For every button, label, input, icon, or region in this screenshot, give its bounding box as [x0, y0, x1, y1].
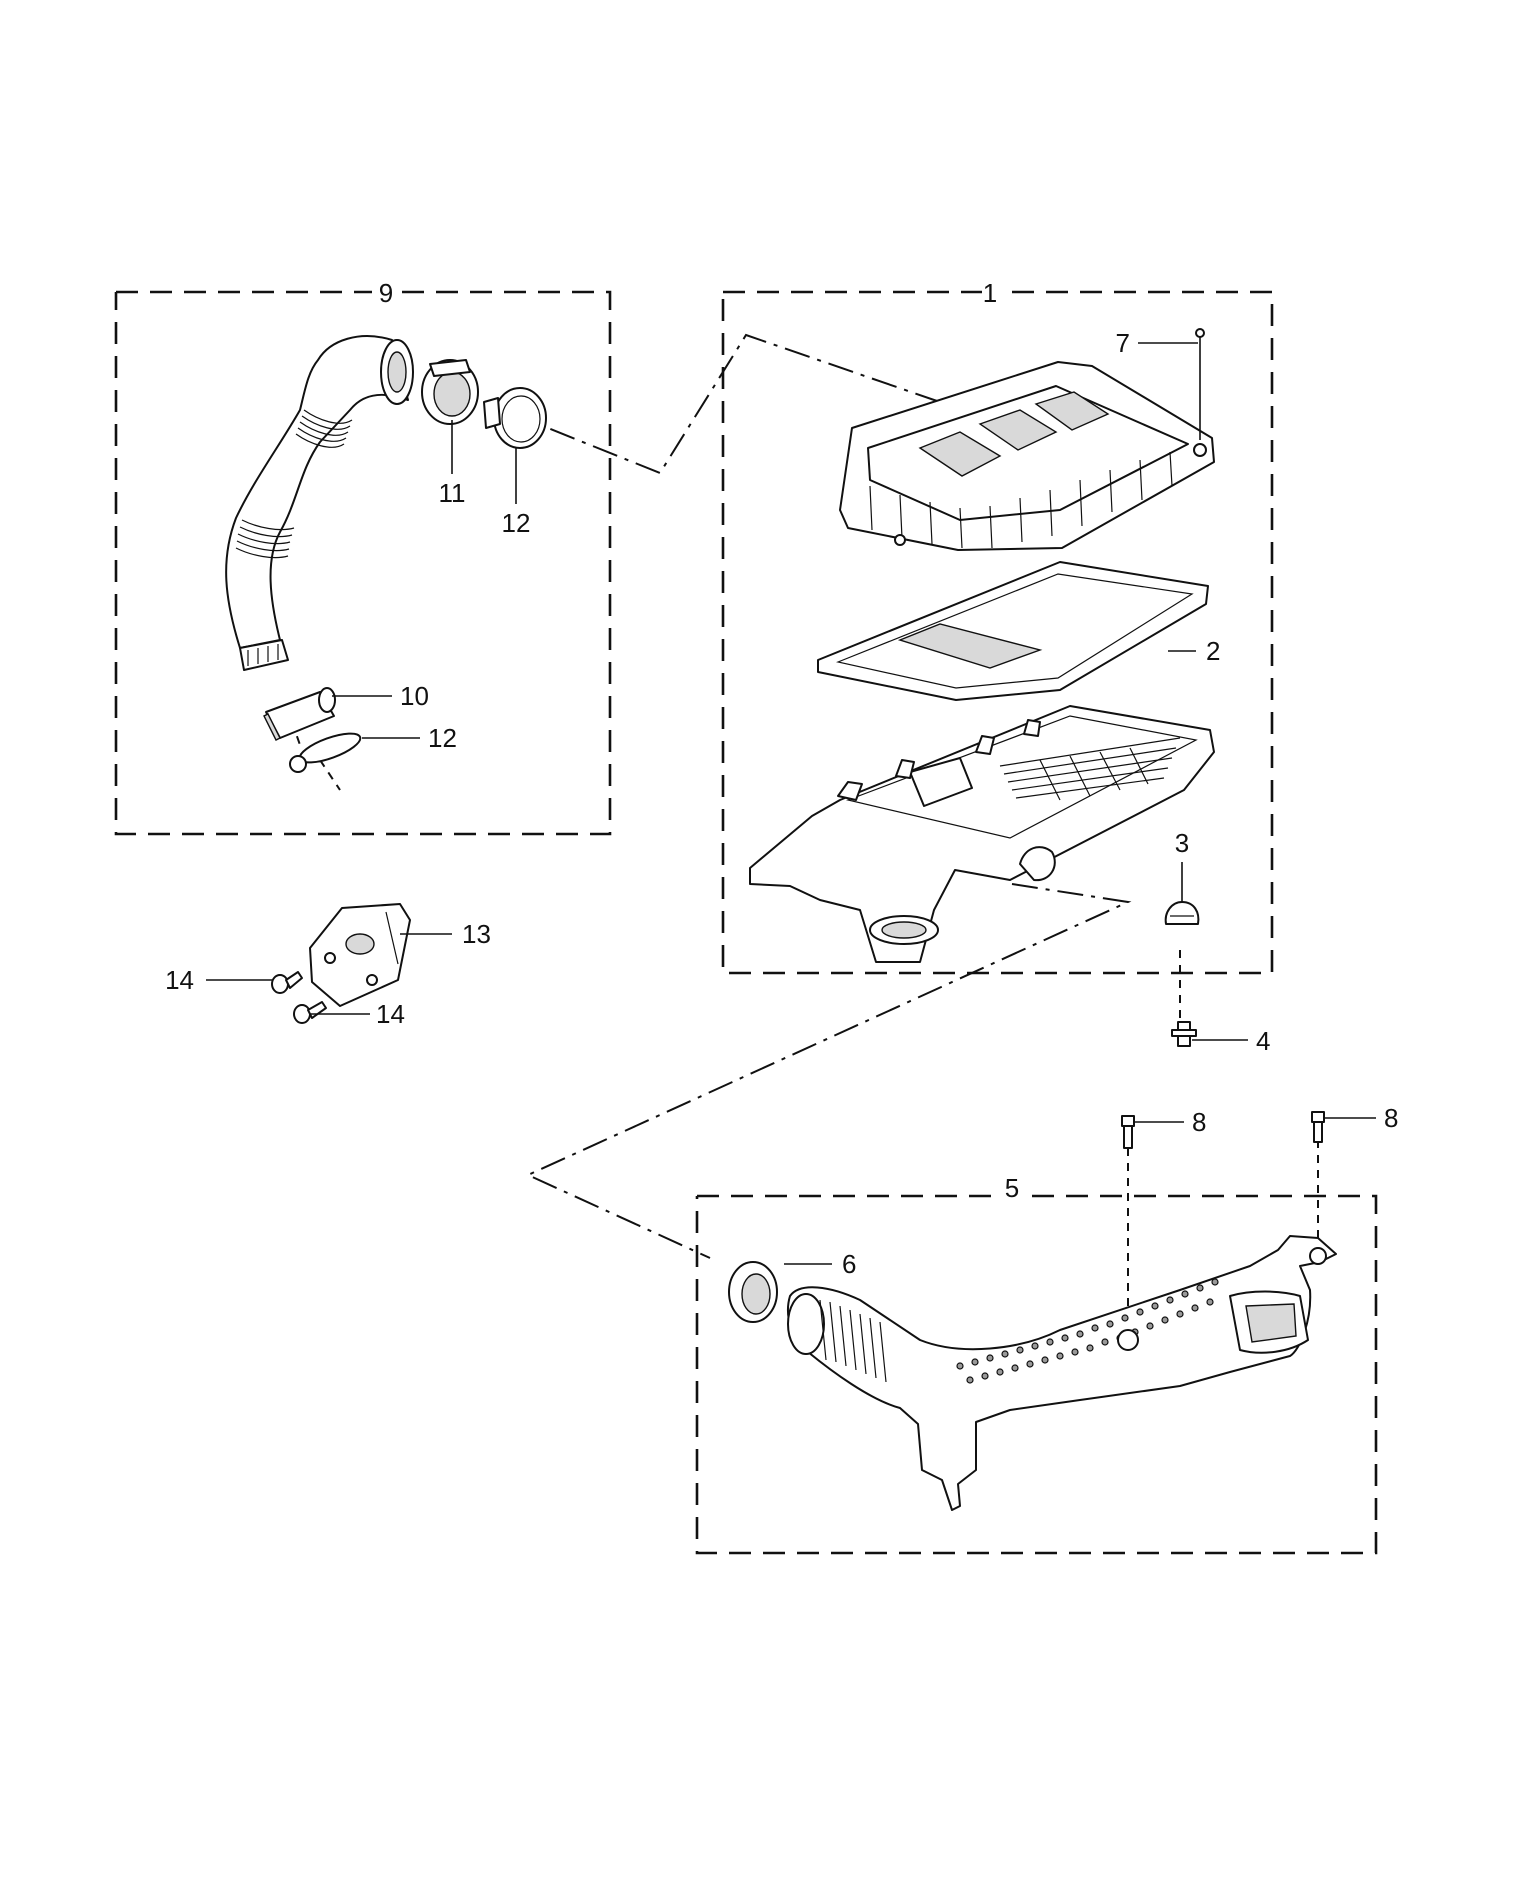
group-box-5: [695, 1194, 1378, 1555]
hose-clamp-12-lower: [289, 732, 362, 773]
screw-14-lower: [293, 1001, 327, 1024]
bolt-8-right: [1311, 1111, 1325, 1143]
bracket-13: [309, 903, 411, 1007]
air-filter-element: [817, 561, 1209, 701]
screw-14-upper: [271, 971, 303, 994]
callout-12-lower: 12: [428, 723, 457, 753]
callout-10: 10: [400, 681, 429, 711]
callout-3: 3: [1175, 828, 1189, 858]
callout-11: 11: [439, 478, 466, 508]
callout-14-upper: 14: [165, 965, 194, 995]
hose-clamp-12-upper: [483, 387, 547, 449]
grommet-3: [1164, 901, 1200, 925]
coupler-10: [263, 687, 336, 741]
callout-5: 5: [1005, 1173, 1019, 1203]
screw-7: [1195, 328, 1205, 440]
hose-clamp-11: [421, 359, 479, 425]
callout-1: 1: [983, 278, 997, 308]
callout-8-right: 8: [1384, 1103, 1398, 1133]
callout-13: 13: [462, 919, 491, 949]
hose-clamp-6: [728, 1261, 778, 1323]
group-box-1: [721, 290, 1274, 975]
callout-14-lower: 14: [376, 999, 405, 1029]
bolt-8-left: [1121, 1115, 1135, 1149]
callout-4: 4: [1256, 1026, 1270, 1056]
callout-8-left: 8: [1192, 1107, 1206, 1137]
callout-12-upper: 12: [502, 508, 531, 538]
callout-2: 2: [1206, 636, 1220, 666]
callout-9: 9: [379, 278, 393, 308]
callout-7: 7: [1116, 328, 1130, 358]
stud-4: [1171, 1021, 1197, 1047]
air-cleaner-cover: [839, 361, 1215, 551]
group-box-9: [114, 290, 612, 836]
centerline-duct-to-cover: [527, 333, 941, 475]
intake-duct-hose: [225, 335, 414, 671]
centerline-housing-to-inlet: [525, 883, 1132, 1259]
air-inlet-duct: [787, 1235, 1337, 1511]
air-cleaner-housing-lower: [749, 705, 1215, 963]
callout-6: 6: [842, 1249, 856, 1279]
